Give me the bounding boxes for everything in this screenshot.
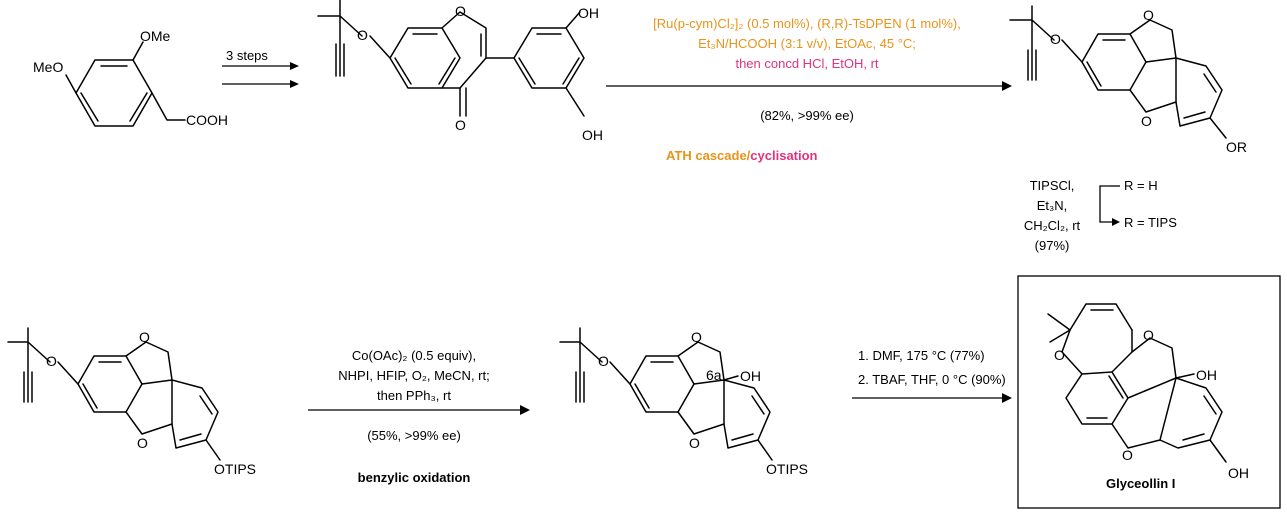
p1-label-o-ring: O <box>455 3 466 19</box>
g-label-o-furan: O <box>1122 447 1133 463</box>
step2-title-cyclisation: cyclisation <box>750 148 817 163</box>
p4-label-oh: OH <box>740 368 761 384</box>
protection-yield: (97%) <box>1035 238 1070 253</box>
tips-pterocarpan: O O O OTIPS <box>7 327 256 477</box>
protection-to: R = TIPS <box>1124 215 1177 230</box>
step1-label: 3 steps <box>226 48 268 63</box>
arrow-step1: 3 steps <box>222 48 299 88</box>
step2-yield: (82%, >99% ee) <box>760 108 854 123</box>
step2-line2: Et₃N/HCOOH (3:1 v/v), EtOAc, 45 °C; <box>698 36 916 51</box>
p3-label-o-ether: O <box>46 353 57 369</box>
g-label-oh-bottom: OH <box>1228 465 1249 481</box>
step3-title: benzylic oxidation <box>358 470 471 485</box>
step2-line1: [Ru(p-cym)Cl₂]₂ (0.5 mol%), (R,R)-TsDPEN… <box>653 16 961 31</box>
p4-label-otips: OTIPS <box>766 461 808 477</box>
p1-label-oh-top: OH <box>578 5 599 21</box>
protection-from: R = H <box>1124 178 1158 193</box>
glyceollin-product: O O O OH OH Glyceollin I <box>1017 275 1281 509</box>
p2-label-o-ether: O <box>1050 31 1061 47</box>
step3-line1: Co(OAc)₂ (0.5 equiv), <box>352 348 476 363</box>
p2-label-o-ring: O <box>1143 7 1154 23</box>
starting-material: MeO OMe COOH <box>33 28 228 128</box>
protection-reagent1: TIPSCl, <box>1030 178 1075 193</box>
protection-reagent3: CH₂Cl₂, rt <box>1024 218 1081 233</box>
p2-label-o-furan: O <box>1141 113 1152 129</box>
arrow-step2: [Ru(p-cym)Cl₂]₂ (0.5 mol%), (R,R)-TsDPEN… <box>606 16 1012 163</box>
label-cooh: COOH <box>186 112 228 128</box>
step3-line2: NHPI, HFIP, O₂, MeCN, rt; <box>338 368 489 383</box>
g-label-o-pyran: O <box>1054 347 1065 363</box>
p1-label-oh-bottom: OH <box>582 127 603 143</box>
step4-line2: 2. TBAF, THF, 0 °C (90%) <box>858 372 1006 387</box>
protection-reagent2: Et₃N, <box>1037 198 1068 213</box>
hydroxy-pterocarpan: O O O OH 6a OTIPS <box>559 327 808 477</box>
product-name: Glyceollin I <box>1106 476 1175 491</box>
p4-label-o-ring: O <box>691 329 702 345</box>
label-ome: OMe <box>140 28 171 44</box>
g-label-oh-top: OH <box>1196 367 1217 383</box>
p2-label-or: OR <box>1226 139 1247 155</box>
step3-yield: (55%, >99% ee) <box>367 428 461 443</box>
step4-line1: 1. DMF, 175 °C (77%) <box>858 348 985 363</box>
step2-line3: then concd HCl, EtOH, rt <box>735 56 878 71</box>
step2-title-ath: ATH cascade/ <box>666 148 751 163</box>
g-label-o-ring: O <box>1143 327 1154 343</box>
arrow-step3: Co(OAc)₂ (0.5 equiv), NHPI, HFIP, O₂, Me… <box>308 348 530 485</box>
step3-line3: then PPh₃, rt <box>377 388 451 403</box>
product-box <box>1017 275 1281 509</box>
isoflavone-intermediate: O O O OH OH <box>317 0 603 143</box>
p1-label-o-carbonyl: O <box>455 117 466 133</box>
p3-label-o-furan: O <box>137 435 148 451</box>
p1-label-o-ether: O <box>357 27 368 43</box>
svg-text:ATH cascade/cyclisation: ATH cascade/cyclisation <box>666 148 818 163</box>
label-meo: MeO <box>33 59 63 75</box>
p4-label-6a: 6a <box>706 367 722 383</box>
protection-step: TIPSCl, Et₃N, CH₂Cl₂, rt (97%) R = H R =… <box>1024 178 1177 253</box>
arrow-step4: 1. DMF, 175 °C (77%) 2. TBAF, THF, 0 °C … <box>852 348 1012 403</box>
p3-label-otips: OTIPS <box>214 461 256 477</box>
p4-label-o-ether: O <box>598 353 609 369</box>
p3-label-o-ring: O <box>139 329 150 345</box>
pterocarpan-intermediate: O O O OR <box>1009 5 1247 155</box>
p4-label-o-furan: O <box>689 435 700 451</box>
